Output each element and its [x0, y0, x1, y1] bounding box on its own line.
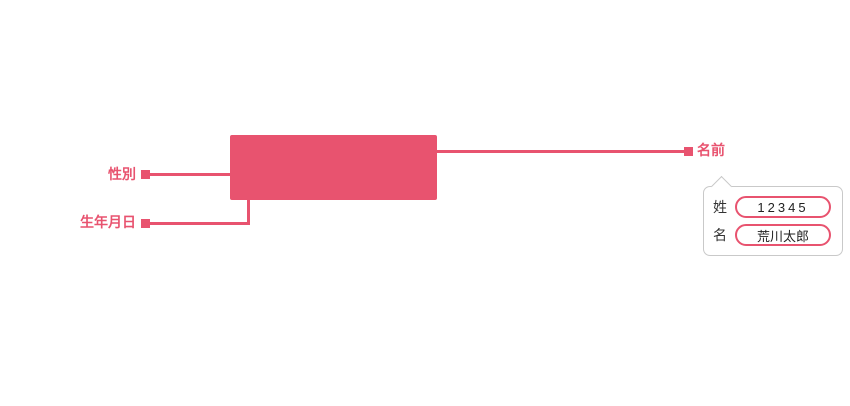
connector-birthdate-vertical-line	[247, 200, 250, 225]
connector-name-line	[437, 150, 688, 153]
givenname-label: 名	[713, 227, 727, 243]
central-node[interactable]	[230, 135, 437, 200]
gender-label[interactable]: 性別	[108, 166, 136, 182]
name-label[interactable]: 名前	[697, 142, 725, 158]
surname-label: 姓	[713, 199, 727, 215]
givenname-row: 名	[713, 224, 833, 246]
surname-row: 姓	[713, 196, 833, 218]
tooltip-caret-icon	[710, 175, 733, 198]
surname-input[interactable]	[735, 196, 831, 218]
birthdate-endpoint-marker	[141, 219, 150, 228]
connector-birthdate-line	[150, 222, 250, 225]
connector-gender-line	[150, 173, 230, 176]
name-endpoint-marker	[684, 147, 693, 156]
birthdate-label[interactable]: 生年月日	[80, 214, 136, 230]
name-tooltip: 姓 名	[703, 175, 843, 256]
givenname-input[interactable]	[735, 224, 831, 246]
gender-endpoint-marker	[141, 170, 150, 179]
